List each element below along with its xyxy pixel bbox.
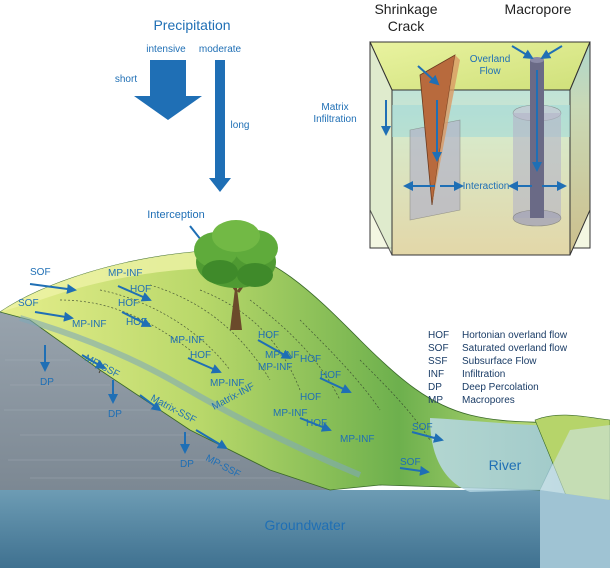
legend-abbr-sof: SOF (428, 343, 449, 354)
legend-abbr-ssf: SSF (428, 356, 447, 367)
groundwater-layer (0, 490, 540, 568)
label-sof-2: SOF (18, 298, 39, 309)
label-sof-3: SOF (412, 422, 433, 433)
inset-matrix-label-2: Infiltration (313, 114, 356, 125)
inset-macropore-label: Macropore (505, 1, 572, 17)
label-dp-3: DP (180, 459, 194, 470)
inset-overland-flow-label-1: Overland (470, 54, 511, 65)
legend-text-inf: Infiltration (462, 369, 505, 380)
moderate-rain-arrow (209, 60, 231, 192)
label-dp-1: DP (40, 377, 54, 388)
label-moderate: moderate (199, 44, 242, 55)
legend-text-sof: Saturated overland flow (462, 343, 568, 354)
inset-interaction-label: Interaction (463, 181, 510, 192)
river-label: River (489, 457, 522, 473)
macropore-inflow-right-arrow (540, 45, 563, 60)
label-mp-inf-6: MP-INF (210, 378, 244, 389)
flow-arrows (29, 283, 444, 476)
interception-label: Interception (147, 209, 204, 221)
macropore-inflow-left-arrow (511, 45, 534, 60)
label-intensive: intensive (146, 44, 186, 55)
tree-illustration (194, 220, 278, 330)
label-hof-6: HOF (300, 354, 321, 365)
label-mp-inf-2: MP-INF (72, 319, 106, 330)
precipitation-title: Precipitation (153, 17, 230, 33)
label-hof-8: HOF (300, 392, 321, 403)
intensive-rain-arrow (134, 60, 202, 120)
label-mp-inf-1: MP-INF (108, 268, 142, 279)
label-hof-4: HOF (258, 330, 279, 341)
label-mp-inf-8: MP-INF (340, 434, 374, 445)
label-mp-inf-5: MP-INF (258, 362, 292, 373)
label-hof-3: HOF (126, 317, 147, 328)
label-hof-1: HOF (130, 284, 151, 295)
label-hof-2: HOF (118, 298, 139, 309)
legend-text-ssf: Subsurface Flow (462, 356, 537, 367)
label-sof-4: SOF (400, 457, 421, 468)
legend-text-hof: Hortonian overland flow (462, 330, 568, 341)
inset-overland-flow-label-2: Flow (479, 66, 501, 77)
label-hof-9: HOF (306, 418, 327, 429)
inset-shrinkage-label-1: Shrinkage (374, 1, 437, 17)
landscape-block (0, 249, 610, 568)
label-mp-inf-7: MP-INF (273, 408, 307, 419)
soil-inset-box (369, 41, 591, 256)
label-hof-7: HOF (320, 370, 341, 381)
legend-abbr-hof: HOF (428, 330, 449, 341)
inset-matrix-label-1: Matrix (321, 102, 348, 113)
legend-text-mp: Macropores (462, 395, 515, 406)
label-short: short (115, 74, 137, 85)
label-long: long (231, 120, 250, 131)
precipitation-panel: Precipitation intensive moderate short l… (115, 17, 250, 192)
bedrock-front (0, 312, 330, 490)
legend-abbr-mp: MP (428, 395, 443, 406)
label-sof-1: SOF (30, 267, 51, 278)
legend-abbr-dp: DP (428, 382, 442, 393)
crack-inflow-arrow (417, 65, 440, 86)
inset-shrinkage-label-2: Crack (388, 18, 426, 34)
legend-abbr-inf: INF (428, 369, 444, 380)
label-mp-inf-4: MP-INF (265, 350, 299, 361)
label-mp-inf-3: MP-INF (170, 335, 204, 346)
label-dp-2: DP (108, 409, 122, 420)
label-hof-5: HOF (190, 350, 211, 361)
groundwater-label: Groundwater (265, 517, 346, 533)
legend-text-dp: Deep Percolation (462, 382, 539, 393)
